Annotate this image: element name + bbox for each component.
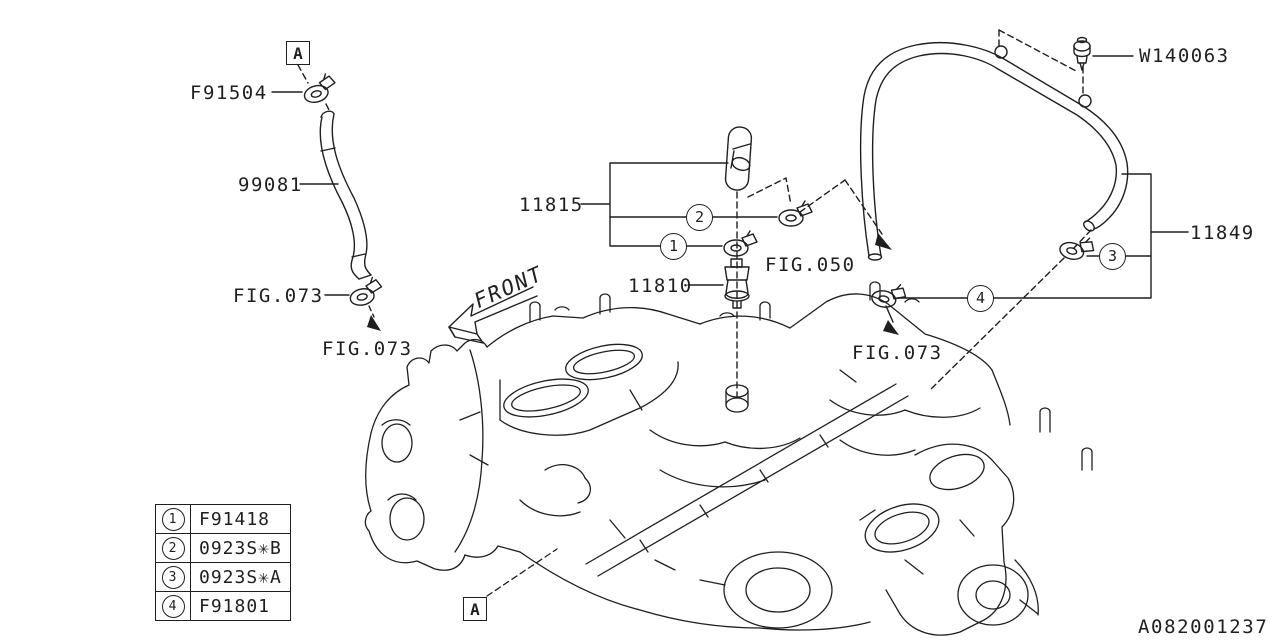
parts-legend-table: 1 F91418 2 0923S✳B 3 0923S✳A 4 F91801 <box>155 504 291 621</box>
label-f91504: F91504 <box>190 82 268 104</box>
legend-row: 1 F91418 <box>155 504 291 534</box>
legend-callout-3: 3 <box>161 566 185 589</box>
label-fig050: FIG.050 <box>765 254 856 276</box>
legend-callout-4: 4 <box>161 595 185 618</box>
label-w140063: W140063 <box>1139 45 1230 67</box>
clamp-f91504-part <box>299 71 340 106</box>
view-marker-a-top: A <box>286 41 310 65</box>
legend-part-number: F91418 <box>190 504 291 534</box>
legend-row: 4 F91801 <box>155 591 291 621</box>
view-marker-a-bottom: A <box>463 597 487 621</box>
hose-assembly-11849 <box>859 29 1189 391</box>
callout-1: 1 <box>660 233 687 260</box>
label-11810: 11810 <box>628 275 693 297</box>
clamp-1-part <box>723 230 758 257</box>
legend-row: 2 0923S✳B <box>155 533 291 563</box>
legend-callout-2: 2 <box>161 537 185 560</box>
legend-part-number: 0923S✳A <box>190 562 291 592</box>
legend-row: 3 0923S✳A <box>155 562 291 592</box>
callout-4: 4 <box>967 285 994 312</box>
clamp-fig073-left-part <box>346 275 386 308</box>
label-fig073-right: FIG.073 <box>852 342 943 364</box>
legend-part-number: F91801 <box>190 591 291 621</box>
label-fig073-left: FIG.073 <box>233 285 324 307</box>
clamp-4-part <box>869 279 909 312</box>
clamp-2-part <box>778 200 813 227</box>
label-fig073-left-target: FIG.073 <box>322 338 413 360</box>
clamp-3-part <box>1057 230 1098 265</box>
legend-callout-1: 1 <box>161 508 185 531</box>
legend-part-number: 0923S✳B <box>190 533 291 563</box>
callout-3: 3 <box>1099 243 1126 270</box>
label-11849: 11849 <box>1190 222 1255 244</box>
label-11815: 11815 <box>519 194 584 216</box>
label-99081: 99081 <box>238 174 303 196</box>
callout-2: 2 <box>686 204 713 231</box>
engine-illustration <box>364 281 1093 636</box>
bolt-w140063-part <box>1073 36 1091 71</box>
drawing-number: A082001237 <box>1138 616 1269 638</box>
left-hose-assembly <box>271 64 386 331</box>
pcv-valve-11810-part <box>724 258 750 309</box>
